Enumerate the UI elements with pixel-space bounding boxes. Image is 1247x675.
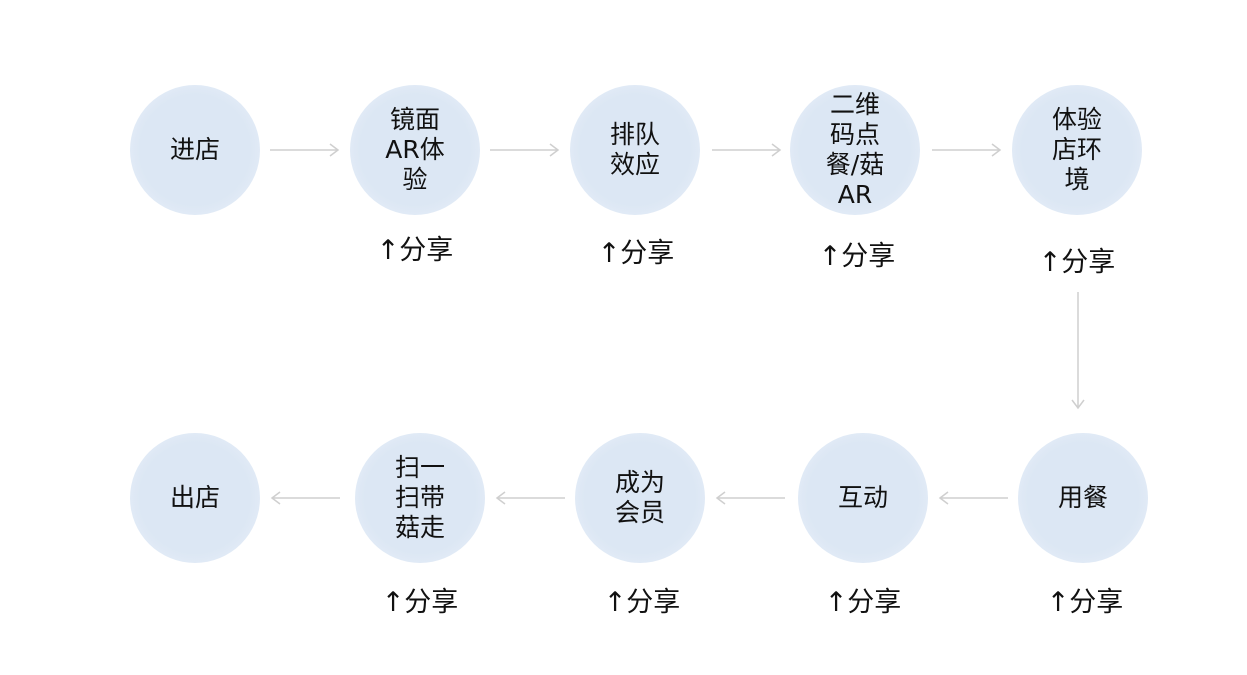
step-exit-store: 出店 — [130, 433, 260, 563]
arrow — [932, 143, 1002, 157]
arrow — [938, 491, 1008, 505]
step-become-member: 成为 会员 — [575, 433, 705, 563]
step-enter-store: 进店 — [130, 85, 260, 215]
step-label: 用餐 — [1057, 483, 1108, 512]
arrow — [715, 491, 785, 505]
share-label: ↑分享 — [1038, 247, 1116, 278]
step-label: 镜面 AR体 验 — [385, 105, 445, 194]
step-dining: 用餐 — [1018, 433, 1148, 563]
arrow — [495, 491, 565, 505]
arrow — [490, 143, 560, 157]
step-mirror-ar: 镜面 AR体 验 — [350, 85, 480, 215]
step-label: 体验 店环 境 — [1051, 105, 1102, 194]
step-label: 成为 会员 — [614, 468, 665, 527]
step-qr-order: 二维 码点 餐/菇 AR — [790, 85, 920, 215]
share-label: ↑分享 — [597, 238, 675, 269]
share-label: ↑分享 — [818, 241, 896, 272]
step-label: 排队 效应 — [609, 120, 660, 179]
arrow — [270, 491, 340, 505]
share-label: ↑分享 — [376, 235, 454, 266]
step-queue-effect: 排队 效应 — [570, 85, 700, 215]
step-label: 进店 — [169, 135, 220, 164]
step-scan-take-away: 扫一 扫带 菇走 — [355, 433, 485, 563]
arrow — [270, 143, 340, 157]
arrow — [712, 143, 782, 157]
share-label: ↑分享 — [603, 587, 681, 618]
step-label: 互动 — [837, 483, 888, 512]
step-label: 出店 — [169, 483, 220, 512]
share-label: ↑分享 — [824, 587, 902, 618]
share-label: ↑分享 — [1046, 587, 1124, 618]
step-store-environment: 体验 店环 境 — [1012, 85, 1142, 215]
step-interaction: 互动 — [798, 433, 928, 563]
step-label: 二维 码点 餐/菇 AR — [825, 90, 885, 209]
arrow — [1071, 292, 1085, 410]
step-label: 扫一 扫带 菇走 — [394, 453, 445, 542]
share-label: ↑分享 — [381, 587, 459, 618]
